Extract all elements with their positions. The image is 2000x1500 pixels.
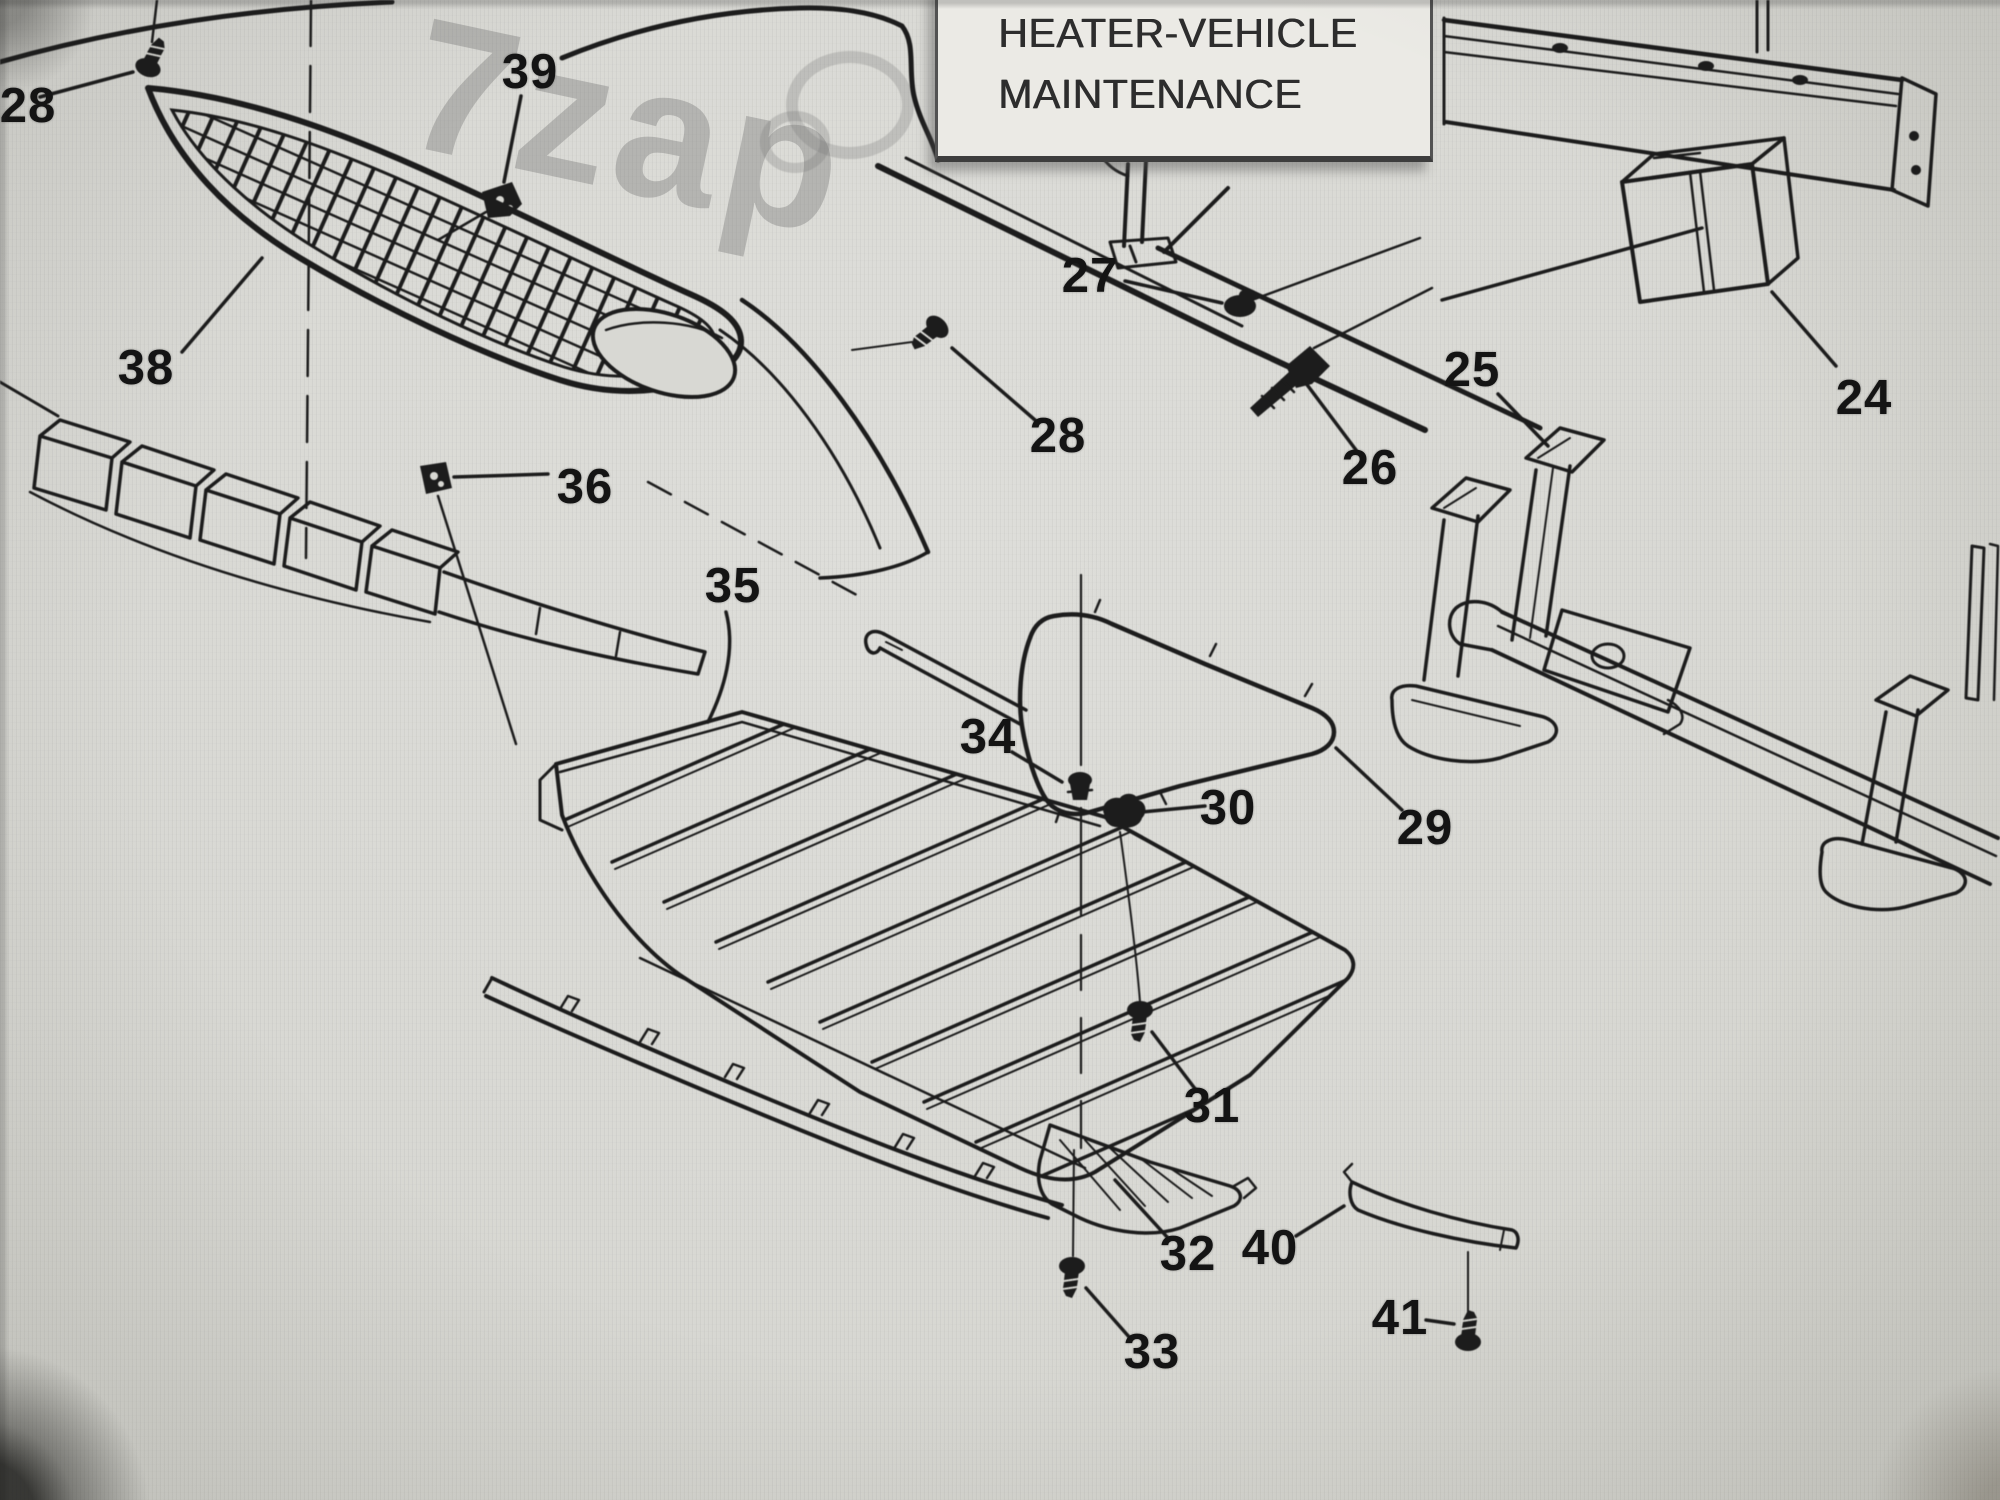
callout-38[interactable]: 38 <box>117 341 175 395</box>
energy-absorber <box>0 380 707 676</box>
callout-40[interactable]: 40 <box>1241 1221 1299 1275</box>
callout-36[interactable]: 36 <box>556 460 614 514</box>
title-line-1: HEATER-VEHICLE <box>998 10 1358 56</box>
leader-29 <box>1334 746 1404 812</box>
tooltip-title-box: HEATER-VEHICLE MAINTENANCE <box>935 0 1433 162</box>
screw-28-right-icon <box>905 311 1037 422</box>
callout-34[interactable]: 34 <box>959 710 1017 764</box>
watermark-logo <box>760 51 914 173</box>
callout-32[interactable]: 32 <box>1159 1227 1217 1281</box>
bolt-26-icon <box>1250 346 1358 452</box>
radiator-support-assembly <box>1390 426 2000 912</box>
filler-strip-40 <box>1294 1162 1520 1251</box>
leader-28-right <box>950 346 1037 422</box>
leader-36 <box>452 472 550 479</box>
leader-41 <box>1424 1318 1456 1326</box>
skid-plate-29 <box>863 598 1404 824</box>
bumper-bar <box>875 150 1543 433</box>
callout-41[interactable]: 41 <box>1371 1291 1429 1345</box>
callout-25[interactable]: 25 <box>1443 343 1501 397</box>
callout-33[interactable]: 33 <box>1123 1325 1181 1379</box>
callout-35[interactable]: 35 <box>704 559 762 613</box>
clip-36-icon <box>420 462 868 746</box>
leader-39 <box>502 94 523 184</box>
leader-24 <box>1770 290 1838 368</box>
screw-41-icon <box>1424 1251 1481 1351</box>
callout-30[interactable]: 30 <box>1199 781 1257 835</box>
callout-29[interactable]: 29 <box>1396 801 1454 855</box>
leader-30 <box>1140 804 1207 814</box>
title-line-2: MAINTENANCE <box>998 71 1302 117</box>
callout-26[interactable]: 26 <box>1341 441 1399 495</box>
centerline-dash <box>304 0 313 560</box>
leader-38 <box>180 256 264 354</box>
callout-28-right[interactable]: 28 <box>1029 409 1087 463</box>
callout-39[interactable]: 39 <box>501 45 559 99</box>
fascia-corner <box>590 297 931 580</box>
callout-31[interactable]: 31 <box>1183 1079 1241 1133</box>
leader-25 <box>1496 392 1550 448</box>
bracket-24 <box>1620 136 1838 368</box>
callout-27[interactable]: 27 <box>1061 249 1119 303</box>
screw-31-icon <box>1127 1001 1198 1092</box>
callout-24[interactable]: 24 <box>1835 371 1893 425</box>
leader-35 <box>706 610 732 724</box>
callout-28-left[interactable]: 28 <box>0 79 57 133</box>
leader-40 <box>1294 1204 1346 1238</box>
